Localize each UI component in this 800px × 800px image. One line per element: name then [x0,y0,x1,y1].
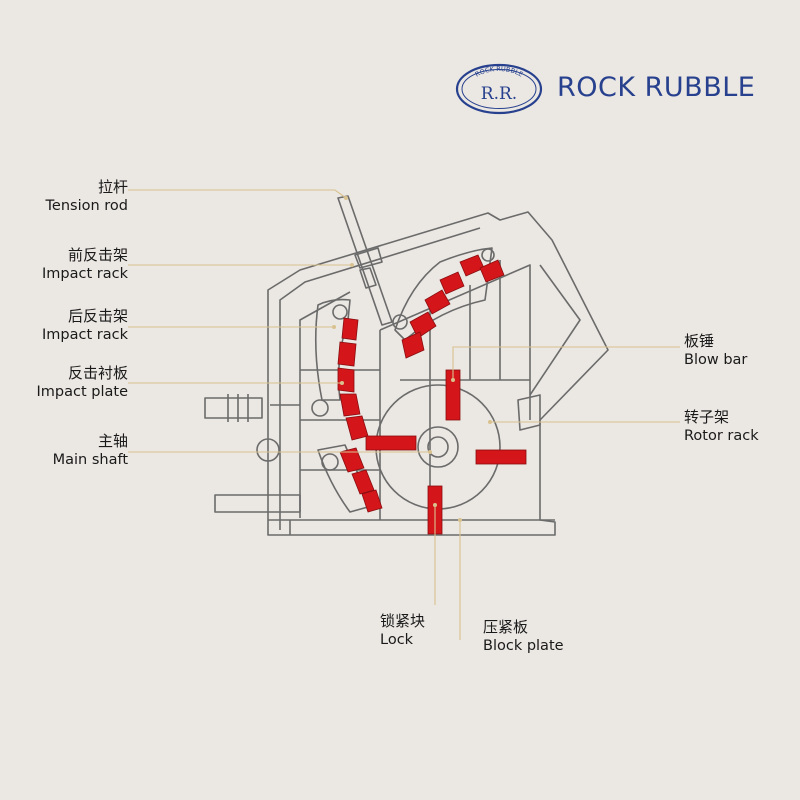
label-zh: 反击衬板 [67,364,128,382]
housing-outline [267,211,609,536]
impact-plate-segment [339,447,365,473]
label-tension-rod: 拉杆 Tension rod [46,178,128,216]
impact-plate-segment [341,317,359,341]
label-front-impact-rack: 前反击架 Impact rack [42,246,128,284]
impact-plate-segment [439,271,465,295]
blow-bar-right [475,449,527,465]
label-en: Impact rack [42,327,128,343]
label-block-plate: 压紧板 Block plate [483,618,564,656]
logo-initials: R.R. [481,84,517,104]
impact-plate-segment [361,489,383,513]
rr-logo-emblem: ROCK RUBBLE R.R. [455,63,543,115]
label-zh: 拉杆 [97,178,128,196]
label-lock: 锁紧块 Lock [380,612,425,650]
impact-plate-segment [459,254,485,277]
brand-name: ROCK RUBBLE [557,72,756,103]
impact-plate-segment [479,259,505,283]
label-en: Lock [380,632,414,648]
impact-plate-segment [424,289,451,315]
impact-plate-segment [409,311,437,339]
label-en: Tension rod [45,198,128,214]
leader-lines [128,189,680,640]
label-main-shaft: 主轴 Main shaft [53,432,128,470]
label-rear-impact-rack: 后反击架 Impact rack [42,307,128,345]
label-zh: 锁紧块 [380,612,426,630]
front-impact-rack [394,247,493,341]
label-zh: 主轴 [97,432,128,450]
blow-bar-left [365,435,417,451]
label-zh: 压紧板 [483,618,529,636]
leader-blow-bar [452,346,680,380]
label-zh: 转子架 [684,408,730,426]
brand-logo: ROCK RUBBLE R.R. ROCK RUBBLE [455,62,775,120]
label-impact-plate: 反击衬板 Impact plate [37,364,128,402]
label-en: Blow bar [684,352,748,368]
label-zh: 前反击架 [67,246,128,264]
impact-plate-segment [351,469,375,495]
tension-rod-shape [337,195,393,326]
label-blow-bar: 板锤 Blow bar [684,332,747,370]
label-en: Rotor rack [684,428,759,444]
impact-plate-segment [337,367,355,393]
impact-plate-segment [339,393,361,417]
label-zh: 后反击架 [67,307,128,325]
label-zh: 板锤 [684,332,715,350]
label-en: Impact plate [36,384,128,400]
wear-parts [337,254,527,535]
label-rotor-rack: 转子架 Rotor rack [684,408,759,446]
label-en: Block plate [483,638,564,654]
impact-plate-segment [401,331,425,359]
label-en: Main shaft [52,452,128,468]
label-en: Impact rack [42,266,128,282]
impact-plate-segment [337,341,357,367]
leader-tension-rod [128,189,347,199]
